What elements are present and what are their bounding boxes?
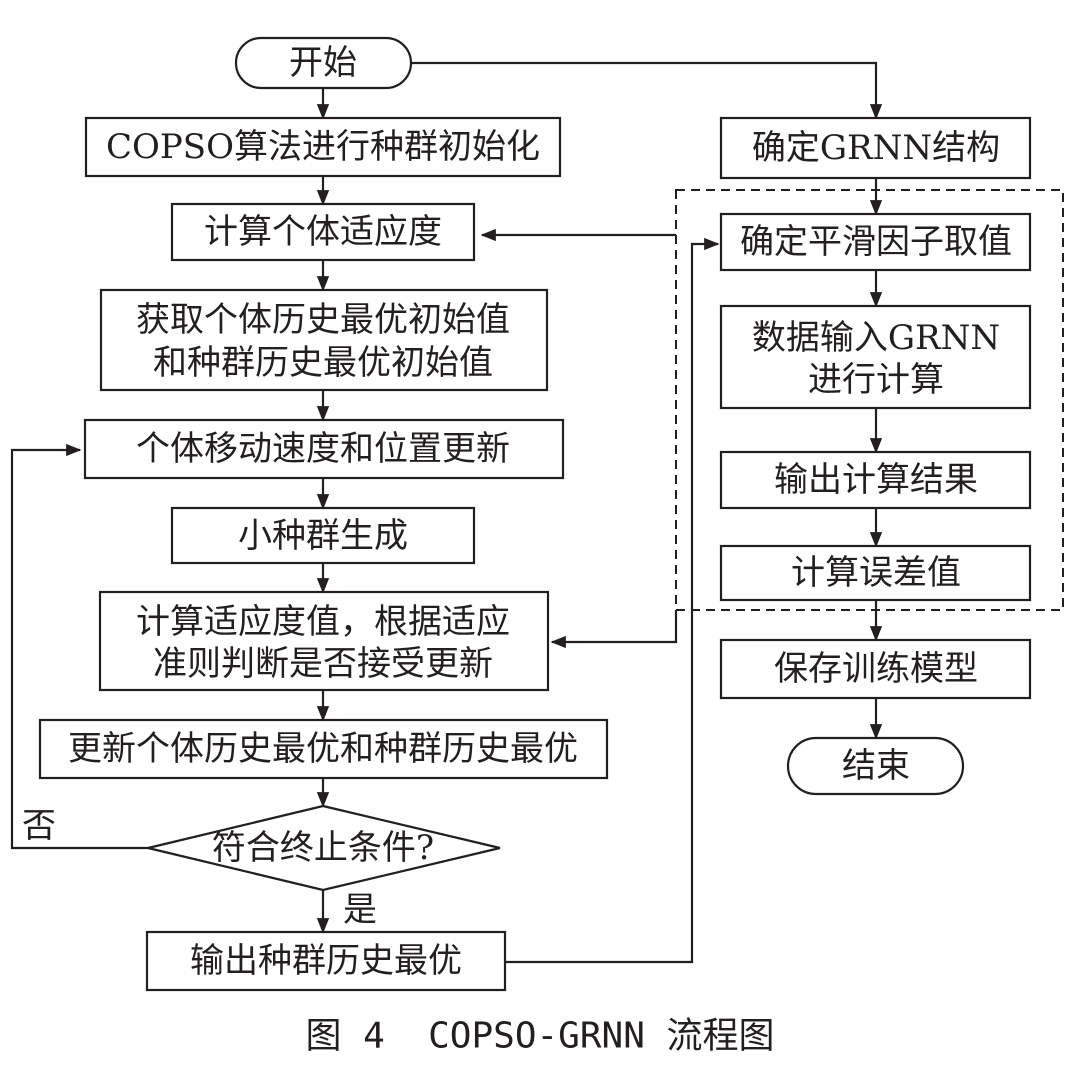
smooth-label: 确定平滑因子取值 [740, 222, 1012, 262]
output-best-box [145, 930, 507, 992]
init-box [84, 116, 562, 178]
output-calc-box [719, 450, 1032, 510]
calc-label-1: 计算适应度值，根据适应 [136, 602, 510, 642]
best-init-label-2: 和种群历史最优初始值 [153, 343, 493, 383]
update-best-box [38, 718, 609, 780]
error-box [719, 544, 1032, 602]
fitness-label: 计算个体适应度 [204, 212, 442, 252]
figure-caption: 图 4 COPSO-GRNN 流程图 [305, 1016, 774, 1057]
decision-diamond [147, 804, 501, 892]
data-in-label-1: 数据输入GRNN [752, 318, 1000, 358]
best-init-box [99, 288, 549, 392]
calc-box [98, 590, 550, 692]
decision-label: 符合终止条件? [212, 828, 434, 868]
yes-label: 是 [343, 890, 377, 930]
init-label: COPSO算法进行种群初始化 [106, 127, 540, 167]
fitness-box [170, 202, 476, 262]
calc-label-2: 准则判断是否接受更新 [153, 644, 493, 684]
edge-output-to-smooth [505, 237, 720, 964]
edge-decision-no-loop [10, 443, 148, 850]
grnn-struct-box [719, 116, 1032, 180]
start-label: 开始 [289, 43, 357, 83]
best-init-label-1: 获取个体历史最优初始值 [136, 300, 510, 340]
data-in-box [719, 304, 1032, 410]
output-best-label: 输出种群历史最优 [190, 941, 462, 981]
edge-dashed-to-calc [550, 610, 678, 649]
move-box [83, 418, 565, 480]
save-label: 保存训练模型 [774, 649, 978, 689]
error-label: 计算误差值 [791, 553, 961, 593]
edge-start-grnn [410, 61, 883, 120]
save-box [719, 638, 1032, 700]
small-pop-box [170, 506, 476, 565]
output-calc-label: 输出计算结果 [774, 460, 978, 500]
small-pop-label: 小种群生成 [238, 516, 408, 556]
no-label: 否 [22, 806, 56, 846]
update-best-label: 更新个体历史最优和种群历史最优 [68, 729, 578, 769]
smooth-box [719, 212, 1032, 272]
end-label: 结束 [842, 746, 910, 786]
end-terminal [786, 736, 965, 796]
data-in-label-2: 进行计算 [808, 360, 944, 400]
move-label: 个体移动速度和位置更新 [136, 429, 510, 469]
grnn-loop-region [675, 189, 1064, 611]
start-terminal [234, 36, 413, 90]
grnn-struct-label: 确定GRNN结构 [752, 128, 1000, 168]
